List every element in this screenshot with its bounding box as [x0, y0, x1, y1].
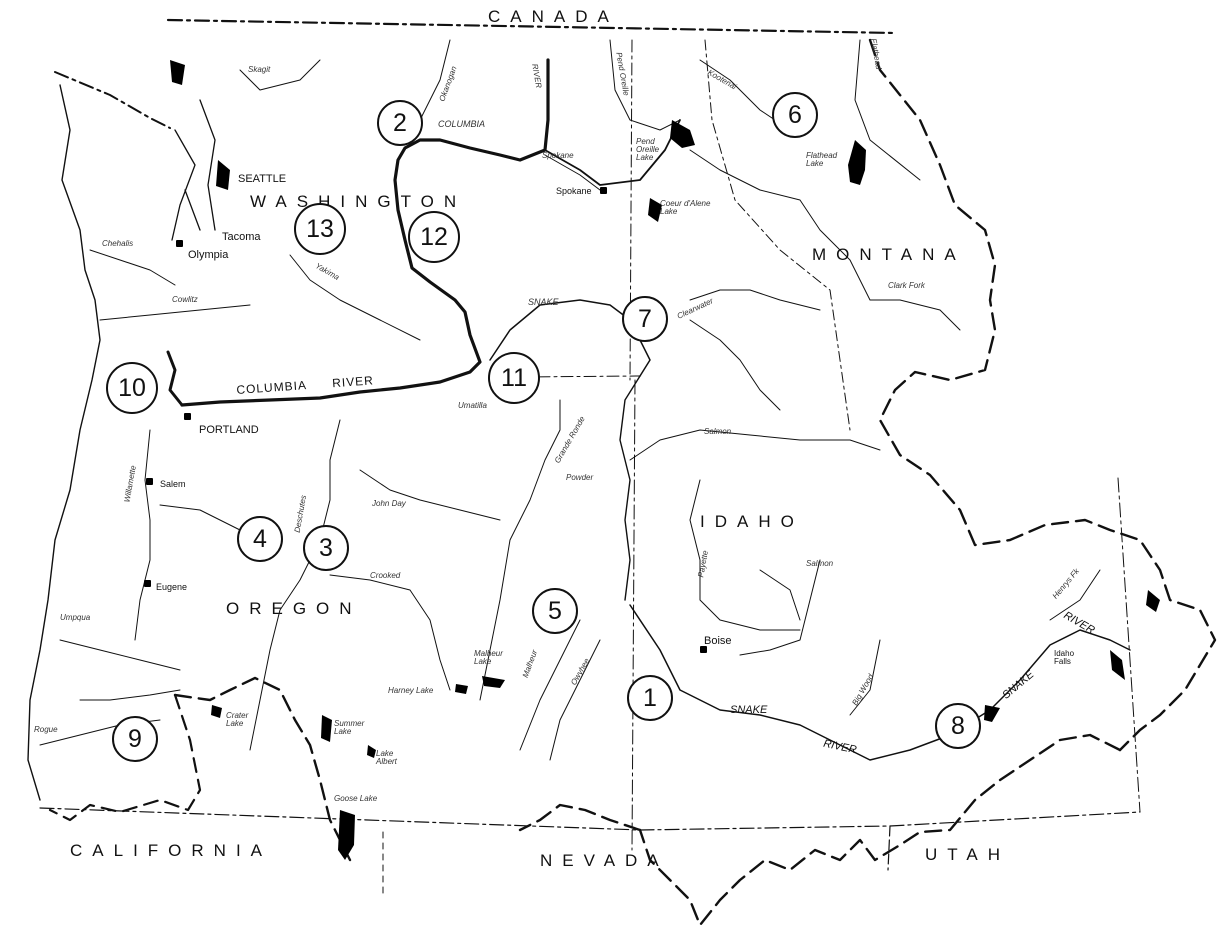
- harney-lake-label: Harney Lake: [388, 686, 434, 695]
- salmon2-label: Salmon: [806, 559, 834, 568]
- id-nv-border: [631, 379, 636, 851]
- columbia-upper-loop: [544, 119, 681, 186]
- seattle-marker: [222, 174, 229, 181]
- site-13-marker: 13: [294, 203, 346, 255]
- lake-albert-shape: [367, 745, 376, 758]
- site-3-marker: 3: [303, 525, 349, 571]
- washington-label: WASHINGTON: [250, 192, 467, 211]
- site-11-marker: 11: [488, 352, 540, 404]
- eugene-marker: [144, 580, 151, 587]
- ut-nv-line: [887, 825, 891, 871]
- canada-border: [166, 18, 897, 35]
- olympia-label: Olympia: [188, 249, 229, 261]
- snake-river: [489, 299, 1131, 761]
- spokane-label: Spokane: [556, 186, 592, 196]
- california-label: CALIFORNIA: [70, 841, 273, 860]
- pend-oreille-lake-shape: [670, 120, 695, 148]
- crater-lake-label: Crater Lake: [226, 711, 249, 728]
- lake-albert-label: Lake Albert: [376, 749, 397, 766]
- olympia-marker: [176, 240, 183, 247]
- basin-boundary-nevada: [518, 803, 642, 832]
- clark-fork-label: Clark Fork: [888, 281, 925, 290]
- coeur-dalene-lake-label: Coeur d'Alene Lake: [660, 199, 711, 216]
- montana-label: MONTANA: [812, 245, 966, 264]
- eugene-label: Eugene: [156, 582, 188, 592]
- rogue-label: Rogue: [34, 725, 58, 734]
- portland-label: PORTLAND: [199, 424, 259, 436]
- or-id-border: [514, 375, 641, 378]
- oregon-label: OREGON: [226, 599, 362, 618]
- goose-lake-label: Goose Lake: [334, 794, 378, 803]
- skagit-label: Skagit: [248, 65, 271, 74]
- basin-boundary-east: [868, 38, 1217, 752]
- site-9-marker: 9: [112, 716, 158, 762]
- coeur-dalene-lake-shape: [648, 198, 662, 222]
- spokane-marker: [600, 187, 607, 194]
- harney-lake-shape: [455, 684, 468, 694]
- site-4-marker: 4: [237, 516, 283, 562]
- idaho-label: IDAHO: [700, 512, 804, 531]
- utah-label: UTAH: [925, 845, 1011, 864]
- goose-lake-shape: [338, 810, 355, 860]
- site-10-marker: 10: [106, 362, 158, 414]
- columbia-lower: [166, 350, 184, 407]
- portland-marker: [184, 413, 191, 420]
- seattle-water: [170, 60, 230, 190]
- umatilla-label: Umatilla: [458, 401, 487, 410]
- nevada-label: NEVADA: [540, 851, 669, 870]
- snake-river-hells: [619, 375, 641, 601]
- site-12-marker: 12: [408, 211, 460, 263]
- site-1-marker: 1: [627, 675, 673, 721]
- chehalis-label: Chehalis: [102, 239, 134, 248]
- snake-upper-label: SNAKE: [528, 297, 559, 307]
- umpqua-label: Umpqua: [60, 613, 91, 622]
- site-2-marker: 2: [377, 100, 423, 146]
- flathead-lake-label: Flathead Lake: [806, 151, 838, 168]
- site-7-marker: 7: [622, 296, 668, 342]
- pend-oreille-lake-label: Pend Oreille Lake: [636, 137, 660, 162]
- summer-lake-label: Summer Lake: [334, 719, 365, 736]
- boise-marker: [700, 646, 707, 653]
- seattle-label: SEATTLE: [238, 173, 287, 185]
- salem-marker: [146, 478, 153, 485]
- columbia-river-main: [180, 58, 550, 407]
- powder-label: Powder: [566, 473, 594, 482]
- salem-label: Salem: [160, 479, 186, 489]
- cowlitz-label: Cowlitz: [172, 295, 198, 304]
- puget-sound: [171, 99, 216, 241]
- mt-border: [704, 39, 851, 431]
- crater-lake-shape: [211, 705, 222, 718]
- crooked-label: Crooked: [370, 571, 401, 580]
- john-day-label: John Day: [372, 499, 406, 508]
- site-8-marker: 8: [935, 703, 981, 749]
- spokane-river-label: Spokane: [542, 151, 574, 160]
- malheur-lake-shape: [482, 676, 505, 688]
- summer-lake-shape: [321, 715, 332, 742]
- idaho-falls-label: Idaho Falls: [1054, 649, 1075, 666]
- malheur-lake-label: Malheur Lake: [474, 649, 503, 666]
- salmon-label: Salmon: [704, 427, 732, 436]
- site-5-marker: 5: [532, 588, 578, 634]
- site-6-marker: 6: [772, 92, 818, 138]
- basin-boundary-oregon: [173, 676, 352, 862]
- canada-label: CANADA: [488, 7, 619, 26]
- tacoma-label: Tacoma: [222, 231, 261, 243]
- boise-label: Boise: [704, 635, 732, 647]
- canada-border-west: [54, 71, 171, 129]
- snake-lower-label: SNAKE: [730, 704, 768, 716]
- flathead-lake-shape: [848, 140, 866, 185]
- basin-boundary-south: [638, 733, 1122, 927]
- coastline: [27, 84, 101, 801]
- columbia-upper-label: COLUMBIA: [438, 119, 486, 129]
